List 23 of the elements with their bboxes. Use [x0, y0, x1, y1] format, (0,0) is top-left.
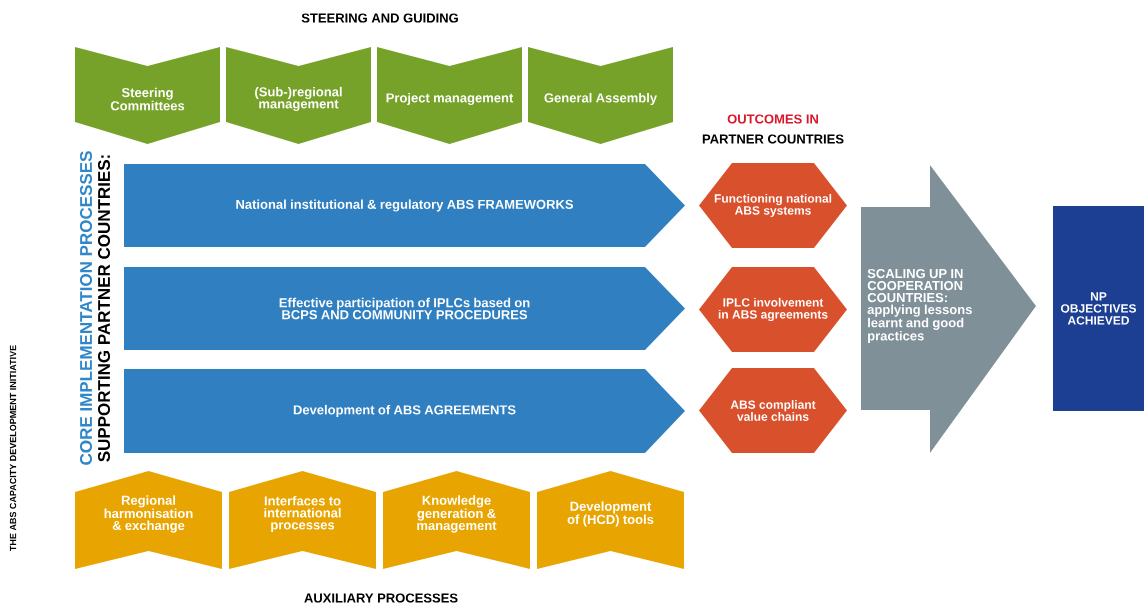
section-heading: AUXILIARY PROCESSES [304, 593, 458, 603]
running-header: THE ABS CAPACITY DEVELOPMENT INITIATIVE [9, 345, 17, 551]
section-heading: STEERING AND GUIDING [301, 13, 458, 23]
arrow-box: Effective participation of IPLCs based on BCPS AND COMMUNITY PROCEDURES [124, 267, 685, 350]
side-heading: SUPPORTING PARTNER COUNTRIES: [98, 155, 111, 462]
arrow-box: National institutional & regulatory ABS FRAMEWORKS [124, 164, 685, 247]
pentagon-box: Knowledge generation & management [383, 471, 530, 569]
chevron-box: General Assembly [528, 47, 673, 144]
chevron-box: (Sub-)regional management [226, 47, 371, 144]
chevron-box: Project management [377, 47, 522, 144]
arrow-box: SCALING UP IN COOPERATION COUNTRIES: applying lessons learnt and good practices [861, 165, 1036, 453]
goal-box: NP OBJECTIVES ACHIEVED [1053, 206, 1144, 411]
arrow-box: Development of ABS AGREEMENTS [124, 369, 685, 453]
pentagon-box: Interfaces to international processes [229, 471, 376, 569]
section-heading: OUTCOMES IN [727, 114, 818, 124]
chevron-box: Steering Committees [75, 47, 220, 144]
pentagon-box: Regional harmonisation & exchange [75, 471, 222, 569]
section-heading: PARTNER COUNTRIES [702, 134, 844, 144]
pentagon-box: Development of (HCD) tools [537, 471, 684, 569]
side-heading: CORE IMPLEMENTATION PROCESSES [80, 151, 93, 465]
hexagon-box: Functioning national ABS systems [699, 163, 847, 248]
hexagon-box: IPLC involvement in ABS agreements [699, 267, 847, 352]
hexagon-box: ABS compliant value chains [699, 368, 847, 453]
